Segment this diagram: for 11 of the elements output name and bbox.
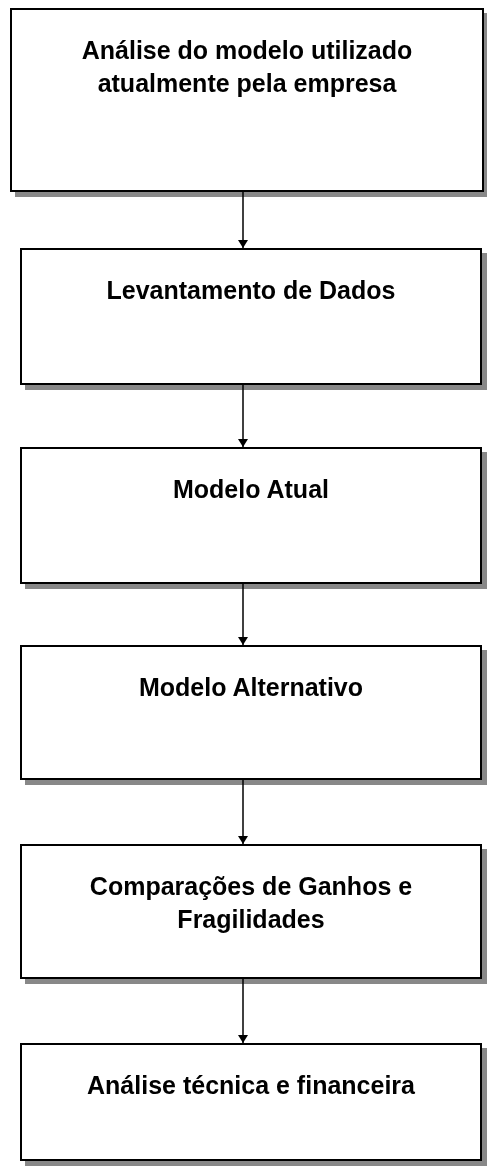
arrow bbox=[238, 384, 248, 448]
box-label: Análise técnica e financeira bbox=[86, 1070, 416, 1101]
arrow bbox=[238, 191, 248, 249]
arrow bbox=[238, 978, 248, 1044]
arrow bbox=[238, 583, 248, 646]
box-label: Modelo Alternativo bbox=[137, 672, 365, 703]
box-label: Levantamento de Dados bbox=[105, 275, 397, 306]
box-label: Comparações de Ganhos e Fragilidades bbox=[88, 871, 414, 935]
box-label: Modelo Atual bbox=[172, 474, 330, 505]
box-label: Análise do modelo utilizado atualmente pela empresa bbox=[80, 35, 414, 99]
arrow bbox=[238, 779, 248, 845]
